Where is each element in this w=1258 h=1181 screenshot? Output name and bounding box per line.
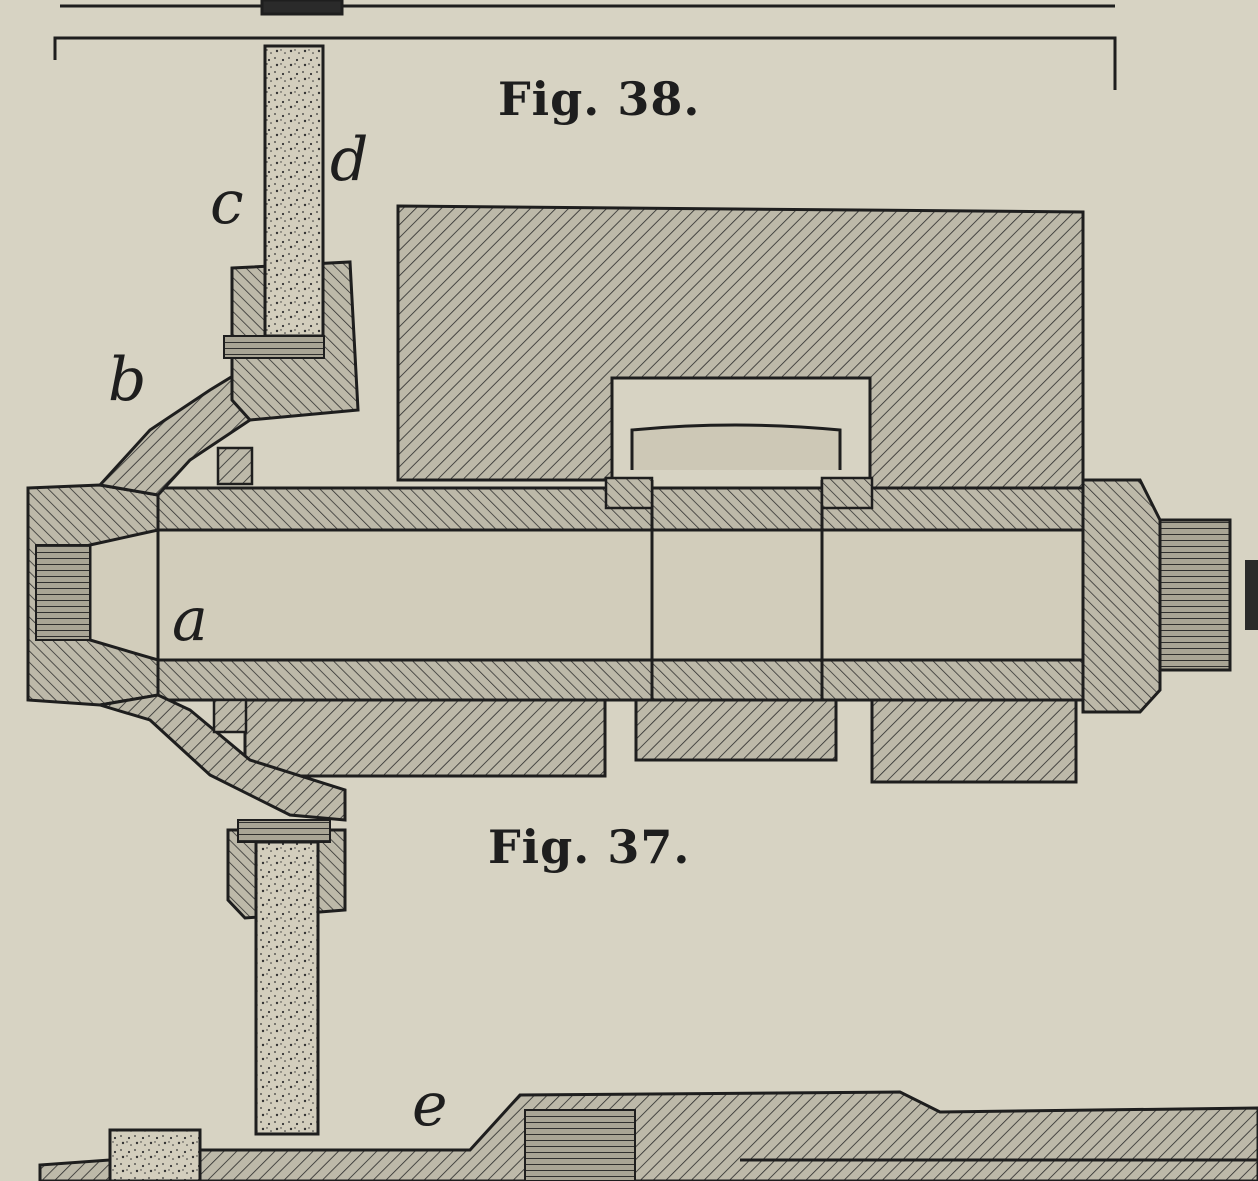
upper-screw [223,335,325,359]
upper-grinding-stone [263,44,325,338]
lower-stone-block [108,1128,202,1181]
lower-threaded-nut [524,1109,636,1181]
collar-mid-right [820,476,874,510]
bearing-housing [396,204,1085,522]
spindle-tip [1245,560,1258,630]
collar-left-bottom [212,698,248,734]
lower-hub-right [870,698,1078,784]
fig37-caption: Fig. 37. [488,820,691,874]
collar-mid-top [604,476,654,510]
housing-arch-inner [630,423,842,470]
central-bore [156,528,1122,662]
lower-machine-part [38,1090,1258,1181]
collar-left-top [216,446,254,486]
left-thread [35,544,91,641]
fig38-caption: Fig. 38. [498,72,701,126]
lower-grinding-stone [254,840,320,1136]
lower-screw [237,819,331,843]
label-e: e [412,1070,448,1140]
right-end-nut [1081,478,1162,714]
fig38-remnant [53,0,1117,90]
lower-hub-center [634,698,838,762]
lower-flange [99,693,347,822]
threaded-spindle-end [1158,518,1232,672]
lower-hub-left [243,698,607,778]
label-d: d [330,125,369,195]
label-c: c [210,168,244,238]
cap-cone-bore [88,528,160,663]
label-a: a [172,585,208,655]
label-b: b [108,345,147,415]
shaft-sleeve-lower [156,658,1122,702]
